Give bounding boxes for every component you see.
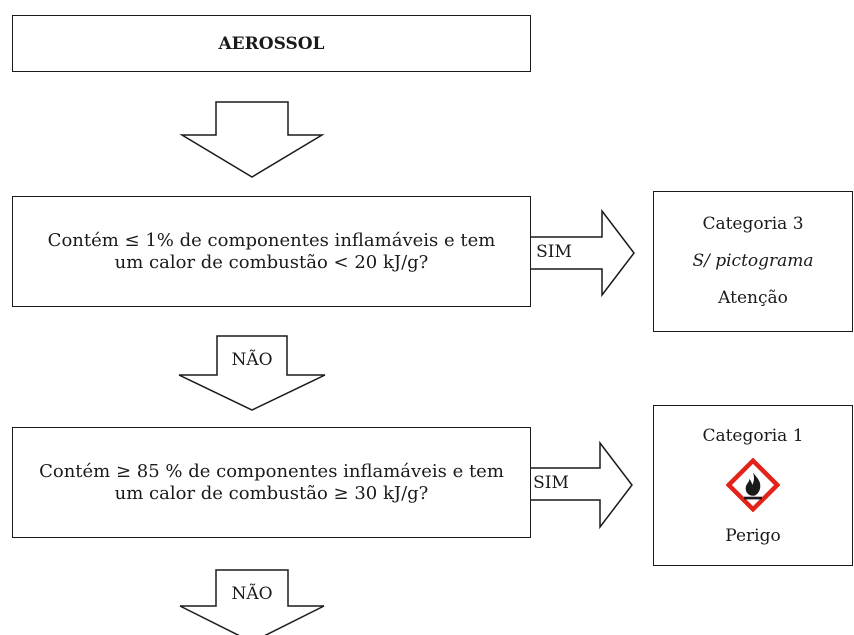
no-label-1: NÃO bbox=[231, 350, 273, 370]
question-1-box: Contém ≤ 1% de componentes inflamáveis e… bbox=[12, 196, 531, 307]
result-1-category: Categoria 3 bbox=[702, 214, 804, 234]
ghs-flame-icon bbox=[726, 457, 780, 512]
yes-label-1: SIM bbox=[536, 242, 572, 262]
no-arrow-1 bbox=[178, 335, 326, 411]
result-1-box: Categoria 3 S/ pictograma Atenção bbox=[653, 191, 853, 332]
yes-label-2: SIM bbox=[533, 473, 569, 493]
result-1-pictogram: S/ pictograma bbox=[692, 251, 814, 271]
result-2-signal-word: Perigo bbox=[725, 525, 781, 546]
down-arrow-1 bbox=[179, 101, 325, 178]
question-2-box: Contém ≥ 85 % de componentes inflamáveis… bbox=[12, 427, 531, 538]
question-2-text: Contém ≥ 85 % de componentes inflamáveis… bbox=[39, 460, 504, 504]
no-arrow-2 bbox=[179, 569, 325, 635]
result-2-box: Categoria 1 Perigo bbox=[653, 405, 853, 566]
question-1-text: Contém ≤ 1% de componentes inflamáveis e… bbox=[47, 229, 496, 273]
title-text: AEROSSOL bbox=[218, 33, 325, 54]
title-box: AEROSSOL bbox=[12, 15, 531, 72]
result-2-category: Categoria 1 bbox=[702, 425, 804, 446]
result-1-signal-word: Atenção bbox=[718, 288, 788, 308]
no-label-2: NÃO bbox=[231, 584, 273, 604]
